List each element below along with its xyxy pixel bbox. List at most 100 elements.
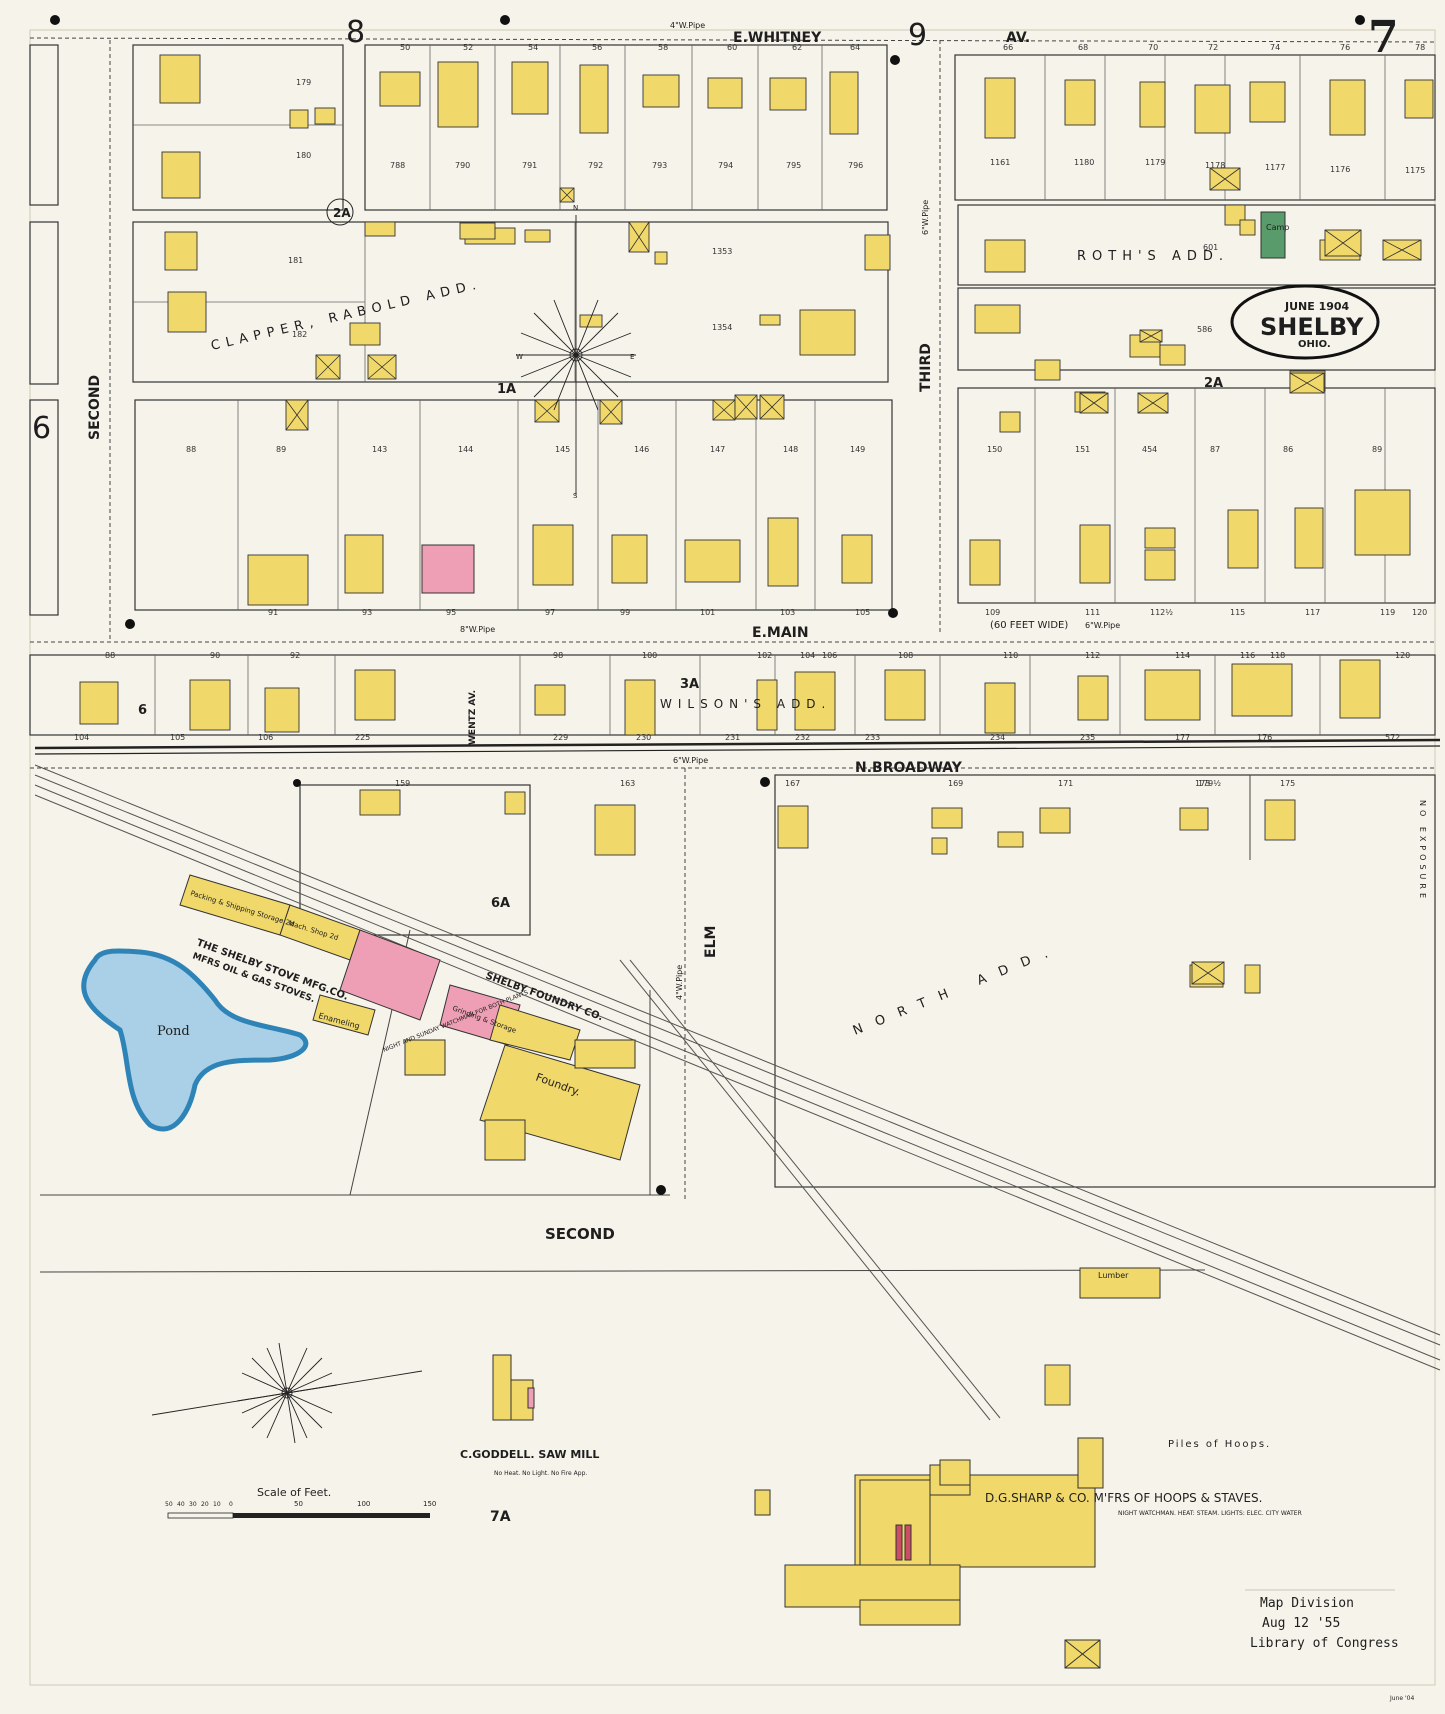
house-number-misc: 1179 [1145, 158, 1165, 167]
shed-outbuilding [734, 394, 758, 420]
shed-outbuilding [534, 399, 560, 423]
block-label-2a-west: 2A [333, 206, 351, 220]
house-number-main-north: 86 [1283, 445, 1293, 454]
house-number-whitney: 78 [1415, 43, 1425, 52]
block-2a-circle [326, 198, 354, 226]
house-number-main-south: 91 [268, 608, 278, 617]
title-state: OHIO. [1298, 339, 1331, 350]
frame-dwelling [379, 71, 421, 107]
house-number-main-lower: 104 [800, 651, 815, 660]
house-number-main-lower: 102 [757, 651, 772, 660]
frame-dwelling [314, 107, 336, 125]
hydrant [890, 55, 900, 65]
house-number-main-lower: 106 [822, 651, 837, 660]
railroad-tracks [34, 764, 1441, 1421]
house-number-broadway-south: 175 [1280, 779, 1295, 788]
house-number-misc: 1354 [712, 323, 732, 332]
shed-outbuilding [599, 399, 623, 425]
scale-tick-150: 150 [423, 1500, 436, 1508]
frame-dwelling [289, 109, 309, 129]
house-number-main-lower: 92 [290, 651, 300, 660]
house-number-block8: 793 [652, 161, 667, 170]
house-number-broadway: 572 [1385, 733, 1400, 742]
house-number-whitney: 50 [400, 43, 410, 52]
block-label-3a: 3A [680, 677, 699, 692]
brick-dwelling-main [421, 544, 475, 594]
frame-dwelling [931, 837, 948, 855]
house-number-block8: 791 [522, 161, 537, 170]
house-number-main-north: 145 [555, 445, 570, 454]
house-number-whitney: 74 [1270, 43, 1280, 52]
compass-rose-main: N S W E [516, 204, 636, 500]
scale-tick-20: 20 [201, 1501, 209, 1508]
house-number-main-south: 111 [1085, 608, 1100, 617]
house-number-main-north: 143 [372, 445, 387, 454]
camp-building [1260, 211, 1286, 259]
frame-dwelling [1179, 807, 1209, 831]
street-elm-vertical: ELM [703, 926, 719, 958]
house-number-broadway: 231 [725, 733, 740, 742]
hydrant [1355, 15, 1365, 25]
house-number-whitney: 76 [1340, 43, 1350, 52]
block-roths-lower [957, 287, 1436, 371]
shed-outbuilding [628, 221, 650, 253]
house-number-broadway-south: 163 [620, 779, 635, 788]
stamp-line-3: Library of Congress [1250, 1636, 1399, 1651]
frame-dwelling [984, 682, 1016, 734]
title-cartouche [1230, 284, 1380, 360]
block-label-1a: 1A [497, 382, 516, 397]
frame-dwelling [1227, 509, 1259, 569]
frame-dwelling [359, 789, 401, 816]
street-third-vertical: THIRD [918, 343, 934, 392]
house-number-block8: 794 [718, 161, 733, 170]
frame-dwelling [159, 54, 201, 104]
house-number-misc: 1180 [1074, 158, 1094, 167]
house-number-block8: 792 [588, 161, 603, 170]
house-number-main-north: 144 [458, 445, 473, 454]
scale-tick-0: 0 [229, 1501, 233, 1508]
shed-outbuilding [759, 394, 785, 420]
house-number-main-south: 101 [700, 608, 715, 617]
house-number-whitney: 54 [528, 43, 538, 52]
frame-dwelling [931, 807, 963, 829]
house-number-misc: 1178 [1205, 161, 1225, 170]
label-sharp-co: D.G.SHARP & CO. M'FRS OF HOOPS & STAVES. [985, 1491, 1262, 1505]
frame-dwelling [884, 669, 926, 721]
shed-outbuilding [1324, 229, 1362, 257]
house-number-main-south: 120 [1412, 608, 1427, 617]
frame-dwelling [1139, 81, 1166, 128]
title-date: JUNE 1904 [1284, 300, 1350, 313]
shed-outbuilding [712, 399, 736, 421]
frame-dwelling [841, 534, 873, 584]
house-number-main-lower: 112 [1085, 651, 1100, 660]
house-number-block8: 788 [390, 161, 405, 170]
frame-dwelling [759, 314, 781, 326]
title-town: SHELBY [1260, 313, 1364, 341]
broadway-track [34, 738, 1441, 755]
frame-dwelling [579, 314, 603, 328]
house-number-broadway: 235 [1080, 733, 1095, 742]
house-number-broadway: 106 [258, 733, 273, 742]
frame-dwelling [344, 534, 384, 594]
house-number-broadway-south: 167 [785, 779, 800, 788]
frame-dwelling [79, 681, 119, 725]
house-number-main-north: 149 [850, 445, 865, 454]
frame-dwelling [1239, 219, 1256, 236]
frame-dwelling [756, 679, 778, 731]
house-number-main-south: 112½ [1150, 608, 1173, 617]
label-camp: Camp [1266, 223, 1289, 232]
frame-dwelling [769, 77, 807, 111]
block-roths-add [957, 204, 1436, 286]
house-number-whitney: 68 [1078, 43, 1088, 52]
frame-dwelling [1044, 1364, 1071, 1406]
frame-dwelling [1034, 359, 1061, 381]
sharp-shed-t [1077, 1437, 1104, 1489]
shed-outbuilding [315, 354, 341, 380]
frame-dwelling [1404, 79, 1434, 119]
house-number-block8: 795 [786, 161, 801, 170]
frame-dwelling [349, 322, 381, 346]
frame-dwelling [684, 539, 741, 583]
pipe-label-broadway: 6"W.Pipe [673, 756, 708, 765]
pipe-label-elm: 4"W.Pipe [675, 965, 684, 1000]
